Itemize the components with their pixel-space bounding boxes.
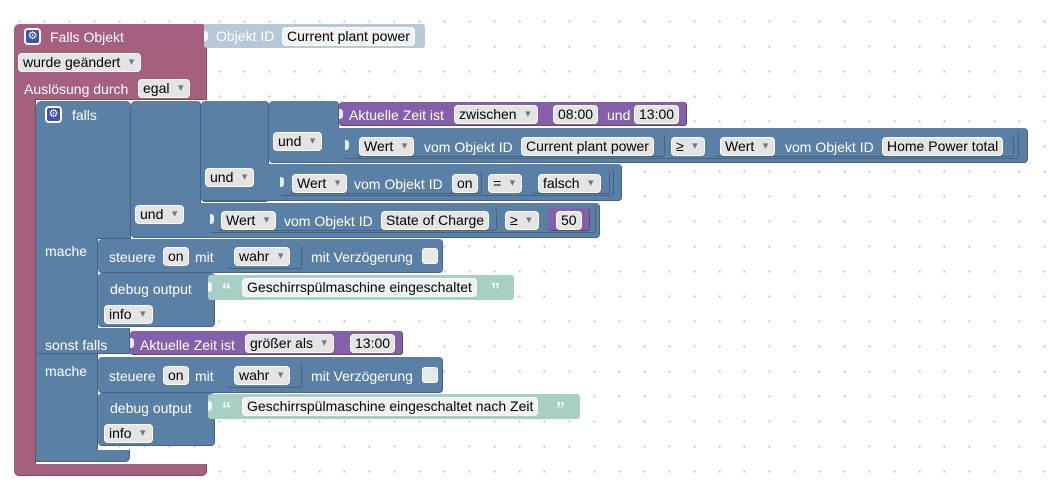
boolean-dropdown[interactable]: wahr <box>234 247 291 266</box>
log-level-dropdown[interactable]: info <box>104 305 153 324</box>
object-id-label: vom Objekt ID <box>424 139 513 155</box>
debug-label: debug output <box>110 400 192 416</box>
quote-close-icon: ” <box>556 399 565 419</box>
with-label: mit <box>195 249 214 265</box>
control-target-field[interactable]: on <box>163 366 189 385</box>
compare-op-dropdown[interactable]: ≥ <box>505 211 539 230</box>
delay-label: mit Verzögerung <box>311 368 413 384</box>
compare-op-dropdown[interactable]: ≥ <box>671 137 705 156</box>
quote-open-icon: “ <box>222 399 231 419</box>
and-op-dropdown-1[interactable]: und <box>135 205 185 224</box>
time-op-dropdown[interactable]: zwischen <box>454 105 538 124</box>
time-joiner-label: und <box>607 107 631 123</box>
time-greater-label: Aktuelle Zeit ist <box>140 337 235 353</box>
connector-tab <box>210 214 214 224</box>
gear-icon[interactable]: ⚙ <box>45 106 62 123</box>
event-block-footer <box>14 464 207 476</box>
connector-tab <box>208 401 212 411</box>
object-id-field[interactable]: State of Charge <box>381 211 490 230</box>
property-dropdown[interactable]: Wert <box>720 137 776 156</box>
quote-close-icon: ” <box>491 280 500 300</box>
time-end-field[interactable]: 13:00 <box>634 105 680 124</box>
control-target-field[interactable]: on <box>163 247 189 266</box>
falls-label: falls <box>72 107 97 123</box>
time-value-field[interactable]: 13:00 <box>350 334 396 353</box>
boolean-dropdown[interactable]: wahr <box>234 366 291 385</box>
property-dropdown[interactable]: Wert <box>359 137 415 156</box>
checkbox-icon[interactable] <box>422 248 438 264</box>
sonst-falls-label: sonst falls <box>45 337 108 353</box>
debug-label: debug output <box>110 281 192 297</box>
and-op-dropdown-3[interactable]: und <box>273 132 323 151</box>
connector-tab <box>280 177 284 187</box>
else-if-row <box>36 328 130 354</box>
object-id-label: vom Objekt ID <box>785 139 874 155</box>
text-field[interactable]: Geschirrspülmaschine eingeschaltet nach … <box>242 397 539 416</box>
event-title: Falls Objekt <box>50 29 124 45</box>
text-field[interactable]: Geschirrspülmaschine eingeschaltet <box>242 278 477 297</box>
time-op-dropdown[interactable]: größer als <box>245 334 335 353</box>
connector-tab <box>208 282 212 292</box>
mache-label: mache <box>45 243 88 259</box>
and-op-dropdown-2[interactable]: und <box>205 168 255 187</box>
property-dropdown[interactable]: Wert <box>292 174 348 193</box>
object-id-field[interactable]: Current plant power <box>282 27 415 46</box>
object-id-label: Objekt ID <box>216 28 275 44</box>
event-block-spine <box>14 98 36 468</box>
object-id-field[interactable]: on <box>452 174 478 193</box>
number-field[interactable]: 50 <box>556 211 582 230</box>
object-id-label: vom Objekt ID <box>284 213 373 229</box>
trigger-label: Auslösung durch <box>24 81 129 97</box>
object-id-label: vom Objekt ID <box>354 176 443 192</box>
quote-open-icon: “ <box>222 280 231 300</box>
log-level-dropdown[interactable]: info <box>104 424 153 443</box>
connector-tab <box>130 338 134 348</box>
time-start-field[interactable]: 08:00 <box>553 105 599 124</box>
changed-dropdown[interactable]: wurde geändert <box>18 53 142 72</box>
trigger-dropdown[interactable]: egal <box>138 79 191 98</box>
control-label: steuere <box>109 249 156 265</box>
connector-tab <box>339 109 343 119</box>
property-dropdown[interactable]: Wert <box>221 211 277 230</box>
delay-label: mit Verzögerung <box>311 249 413 265</box>
mache2-label: mache <box>45 363 88 379</box>
connector-tab <box>345 140 349 150</box>
connector-tab <box>204 31 208 41</box>
gear-icon[interactable]: ⚙ <box>24 28 41 45</box>
object-id-field[interactable]: Home Power total <box>882 137 1004 156</box>
checkbox-icon[interactable] <box>422 367 438 383</box>
object-id-field[interactable]: Current plant power <box>521 137 654 156</box>
boolean-dropdown[interactable]: falsch <box>538 174 601 193</box>
compare-op-dropdown[interactable]: = <box>488 174 523 193</box>
control-label: steuere <box>109 368 156 384</box>
time-between-label: Aktuelle Zeit ist <box>349 107 444 123</box>
if-block-footer <box>36 450 130 462</box>
with-label: mit <box>195 368 214 384</box>
